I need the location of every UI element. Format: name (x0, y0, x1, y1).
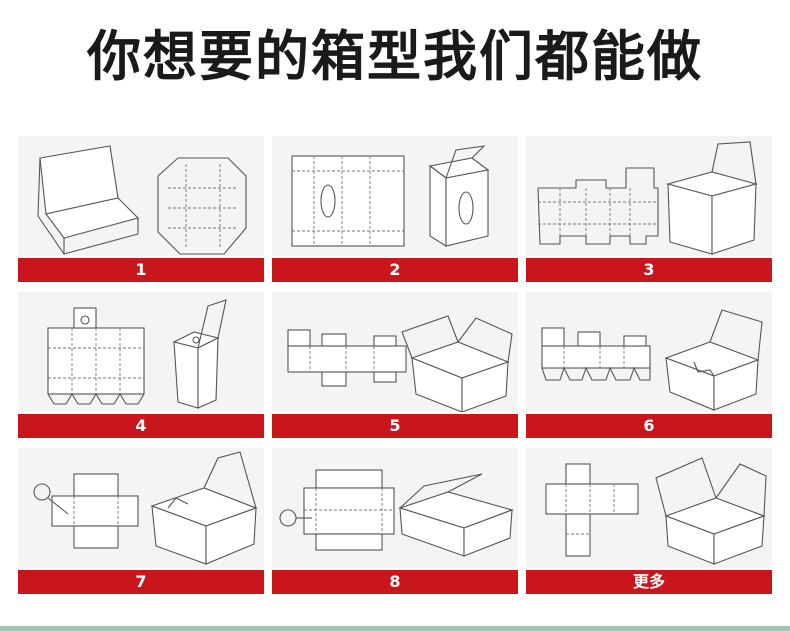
box-type-card-6[interactable]: 6 (526, 292, 772, 438)
box-type-card-8[interactable]: 8 (272, 448, 518, 594)
box-type-label: 6 (526, 414, 772, 438)
box-type-card-5[interactable]: 5 (272, 292, 518, 438)
box-type-card-4[interactable]: 4 (18, 292, 264, 438)
box-illustration (272, 292, 518, 412)
lock-bottom-box-and-dieline-icon (541, 309, 763, 411)
shipping-box-and-dieline-icon (287, 315, 513, 412)
tray-box-and-dieline-icon (279, 469, 514, 557)
box-illustration (18, 136, 264, 256)
box-illustration (526, 292, 772, 412)
page-headline: 你想要的箱型我们都能做 (87, 25, 703, 88)
box-type-label: 3 (526, 258, 772, 282)
box-illustration (272, 136, 518, 256)
box-type-label: 更多 (526, 570, 772, 594)
box-type-label: 4 (18, 414, 264, 438)
display-box-and-dieline-icon (37, 145, 247, 255)
box-type-grid: 1 2 (18, 136, 772, 594)
tuck-top-mailer-and-dieline-icon (545, 457, 767, 565)
cube-box-and-dieline-icon (537, 141, 759, 255)
mailer-box-and-dieline-icon (33, 451, 258, 565)
box-type-label: 8 (272, 570, 518, 594)
box-type-card-3[interactable]: 3 (526, 136, 772, 282)
box-illustration (18, 448, 264, 568)
box-type-card-7[interactable]: 7 (18, 448, 264, 594)
box-type-card-2[interactable]: 2 (272, 136, 518, 282)
box-type-card-1[interactable]: 1 (18, 136, 264, 282)
bottom-divider (0, 626, 790, 631)
box-illustration (526, 136, 772, 256)
tall-box-and-dieline-icon (47, 299, 227, 409)
tissue-box-and-dieline-icon (291, 145, 490, 247)
box-type-label: 2 (272, 258, 518, 282)
box-illustration (272, 448, 518, 568)
box-type-label: 1 (18, 258, 264, 282)
box-type-label: 7 (18, 570, 264, 594)
box-illustration (18, 292, 264, 412)
box-type-label: 5 (272, 414, 518, 438)
box-illustration (526, 448, 772, 568)
box-type-card-more[interactable]: 更多 (526, 448, 772, 594)
